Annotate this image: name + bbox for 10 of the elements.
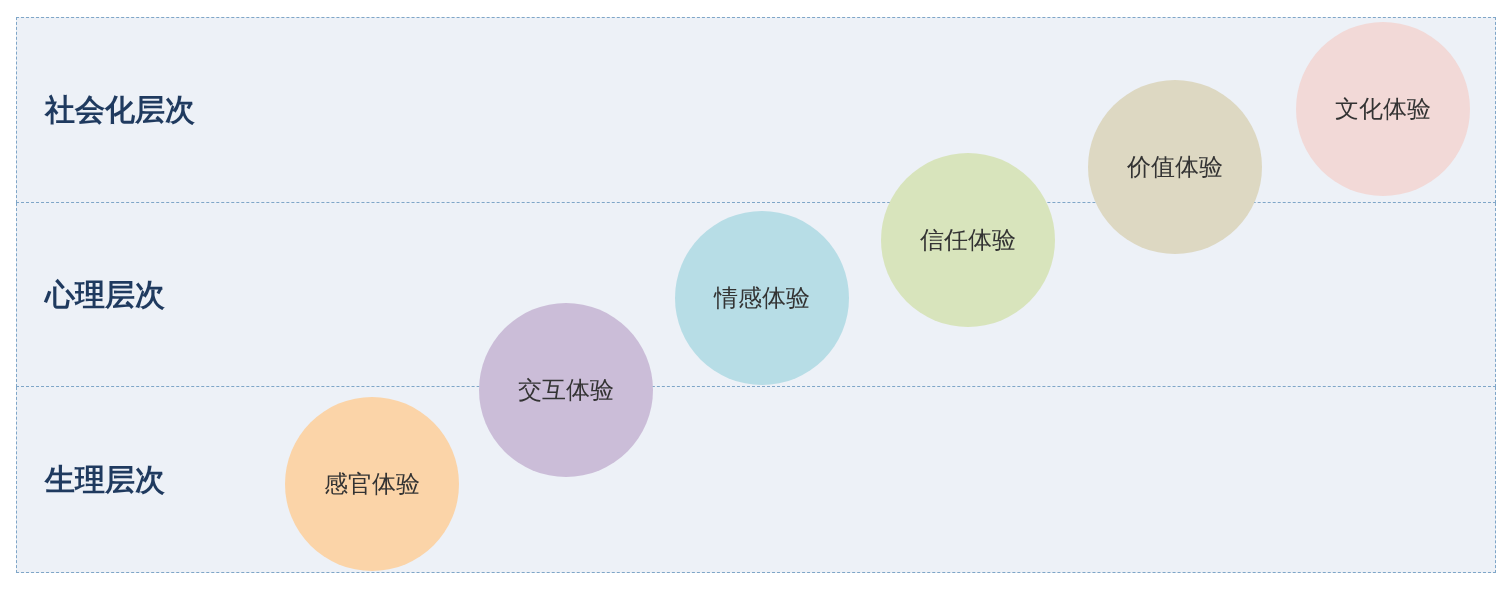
experience-label: 信任体验: [920, 225, 1016, 256]
level-band: [16, 17, 1496, 203]
experience-label: 交互体验: [518, 375, 614, 406]
level-title: 社会化层次: [45, 90, 195, 129]
level-title: 心理层次: [45, 275, 165, 313]
experience-label: 感官体验: [323, 469, 420, 500]
experience-label: 文化体验: [1334, 94, 1431, 125]
experience-label: 情感体验: [713, 283, 810, 314]
level-title: 生理层次: [45, 460, 165, 498]
experience-label: 价值体验: [1127, 152, 1223, 183]
